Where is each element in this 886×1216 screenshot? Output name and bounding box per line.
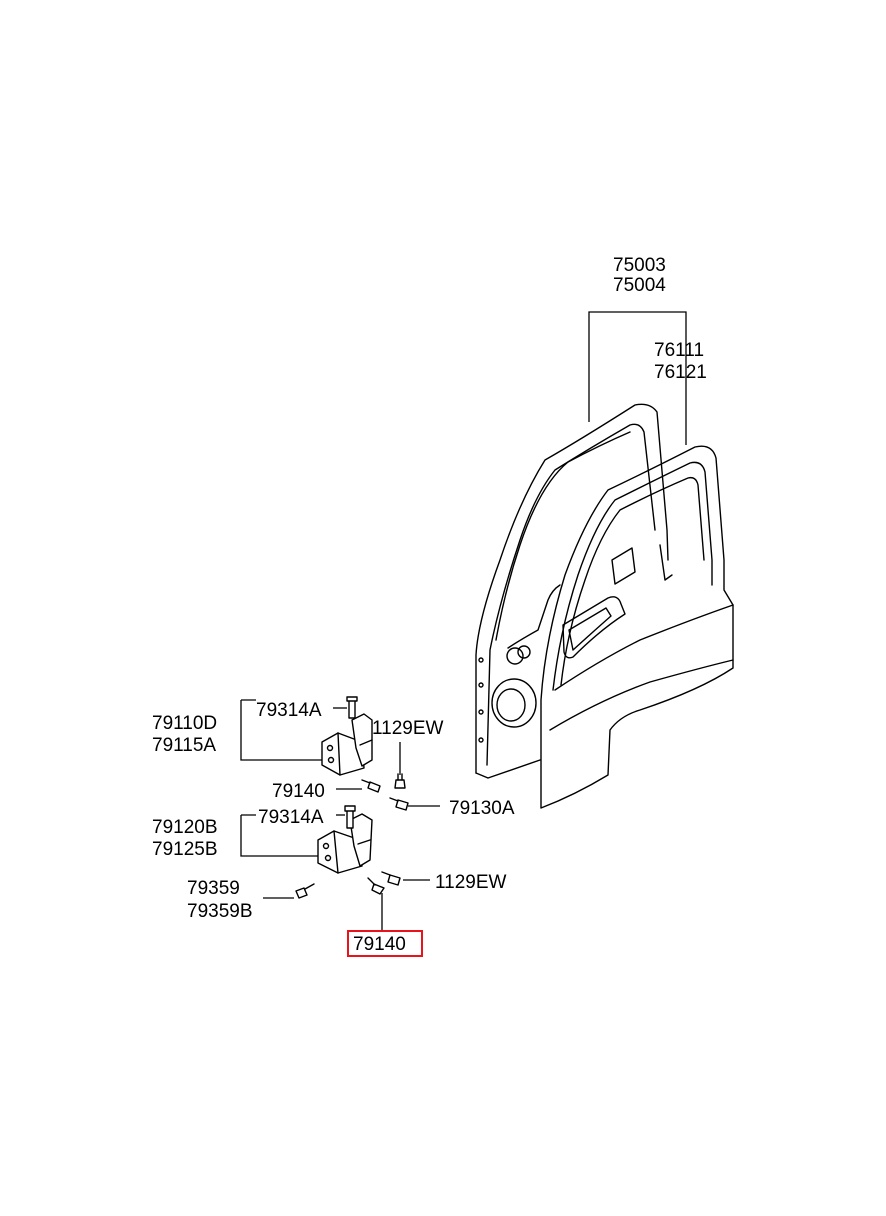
label-1129EW-lower: 1129EW	[435, 872, 507, 893]
label-79130A: 79130A	[449, 798, 515, 819]
label-79314A-upper: 79314A	[256, 700, 322, 721]
label-79359: 79359	[187, 878, 240, 899]
door-panel-drawing	[540, 445, 734, 809]
leader-lines	[240, 311, 687, 930]
door-shell-drawing	[475, 403, 669, 779]
label-79110D: 79110D	[152, 713, 217, 734]
highlight-box	[347, 930, 423, 957]
label-79140-upper: 79140	[272, 781, 325, 802]
label-79125B: 79125B	[152, 839, 218, 860]
label-75004: 75004	[613, 275, 666, 296]
label-79115A: 79115A	[152, 735, 216, 756]
label-76121: 76121	[654, 362, 707, 383]
lower-hinge-drawing	[317, 805, 373, 874]
label-79359B: 79359B	[187, 901, 253, 922]
label-75003: 75003	[613, 255, 666, 276]
label-79314A-lower: 79314A	[258, 807, 324, 828]
upper-hinge-drawing	[321, 696, 373, 776]
label-79120B: 79120B	[152, 817, 218, 838]
label-1129EW-upper: 1129EW	[372, 718, 444, 739]
label-76111: 76111	[654, 340, 704, 361]
label-79140-lower: 79140	[353, 934, 406, 955]
bolts-drawing	[295, 773, 409, 899]
